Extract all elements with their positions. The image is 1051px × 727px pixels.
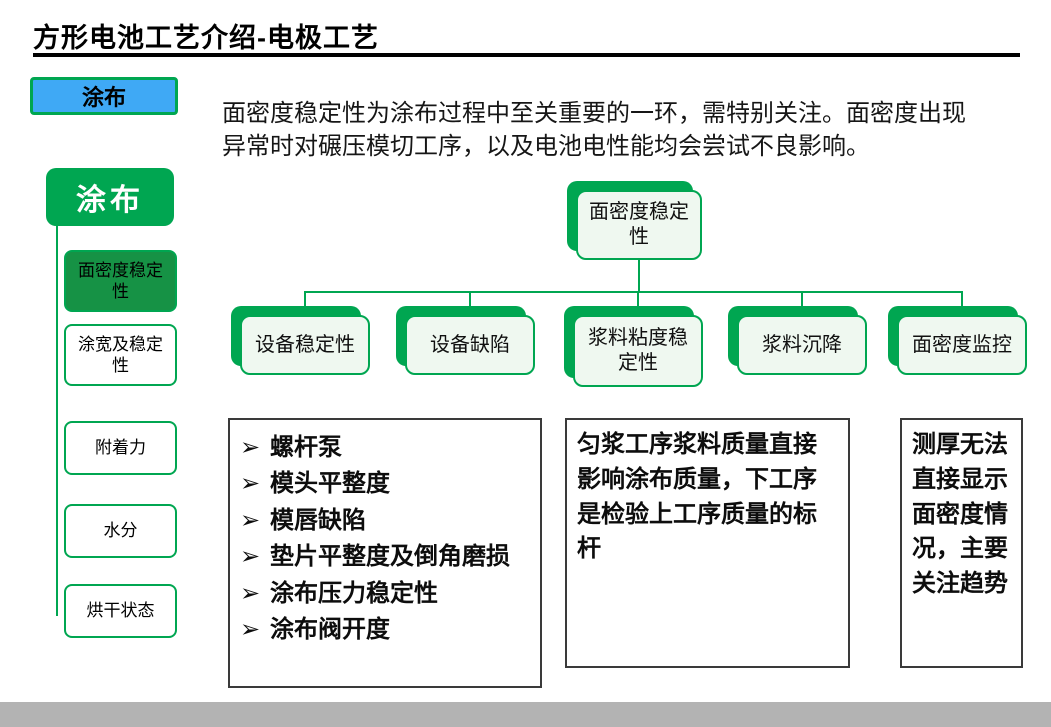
bullet-text: 涂布压力稳定性 [270,579,438,607]
diagram-node-label: 设备稳定性 [240,315,370,375]
connector-stub-3 [637,291,639,315]
sidebar-header: 涂布 [46,168,174,226]
bullet-text: 涂布阀开度 [270,615,390,643]
bullet-text: 螺杆泵 [270,434,342,461]
diagram-root-label: 面密度稳定性 [576,190,702,260]
diagram-root-node: 面密度稳定性 [567,181,702,260]
intro-line-2: 异常时对碾压模切工序，以及电池电性能均会尝试不良影响。 [222,132,870,160]
arrow-bullet-icon: ➢ [240,543,261,571]
footer-bar [0,702,1051,727]
connector-root-stub [638,260,640,291]
bullet-item: ➢ 模头平整度 [240,468,530,500]
bullet-text: 垫片平整度及倒角磨损 [270,543,510,571]
equipment-factors-box: ➢ 螺杆泵 ➢ 模头平整度 ➢ 模唇缺陷 ➢ 垫片平整度及倒角磨损 ➢ 涂布压力… [228,418,542,688]
bullet-item: ➢ 涂布阀开度 [240,614,530,646]
diagram-node-label: 面密度监控 [897,315,1027,375]
sidebar-item-moisture: 水分 [64,504,177,558]
connector-stub-2 [469,291,471,315]
arrow-bullet-icon: ➢ [240,506,261,534]
thickness-monitor-note-box: 测厚无法直接显示面密度情况，主要关注趋势 [900,418,1023,668]
connector-stub-4 [801,291,803,315]
diagram-node-slurry-settling: 浆料沉降 [728,306,867,375]
title-underline [33,53,1020,57]
diagram-node-density-monitoring: 面密度监控 [888,306,1027,375]
arrow-bullet-icon: ➢ [240,615,261,643]
diagram-node-equipment-defect: 设备缺陷 [396,306,535,375]
intro-line-1: 面密度稳定性为涂布过程中至关重要的一环，需特别关注。面密度出现 [222,100,966,127]
sidebar-connector-line [56,226,58,616]
diagram-node-equipment-stability: 设备稳定性 [231,306,370,375]
sidebar-item-adhesion: 附着力 [64,421,177,475]
arrow-bullet-icon: ➢ [240,434,261,461]
arrow-bullet-icon: ➢ [240,470,261,498]
sidebar-item-drying: 烘干状态 [64,584,177,638]
intro-text: 面密度稳定性为涂布过程中至关重要的一环，需特别关注。面密度出现 异常时对碾压模切… [222,98,1024,163]
diagram-node-label: 浆料沉降 [737,315,867,375]
slurry-quality-note-box: 匀浆工序浆料质量直接影响涂布质量，下工序是检验上工序质量的标杆 [565,418,850,668]
page-title: 方形电池工艺介绍-电极工艺 [33,23,379,53]
connector-stub-1 [304,291,306,315]
sidebar-item-area-density: 面密度稳定性 [64,250,177,312]
connector-stub-5 [961,291,963,315]
bullet-text: 模唇缺陷 [270,506,366,534]
diagram-node-label: 浆料粘度稳定性 [573,315,703,387]
diagram-node-label: 设备缺陷 [405,315,535,375]
arrow-bullet-icon: ➢ [240,579,261,607]
bullet-item: ➢ 垫片平整度及倒角磨损 [240,541,530,573]
coating-tag: 涂布 [30,77,178,115]
diagram-node-slurry-viscosity: 浆料粘度稳定性 [564,306,703,387]
bullet-item: ➢ 涂布压力稳定性 [240,578,530,610]
bullet-text: 模头平整度 [270,470,390,498]
bullet-item: ➢ 模唇缺陷 [240,505,530,537]
bullet-item: ➢ 螺杆泵 [240,432,530,464]
connector-horizontal [305,291,963,293]
sidebar-item-coat-width: 涂宽及稳定性 [64,324,177,386]
